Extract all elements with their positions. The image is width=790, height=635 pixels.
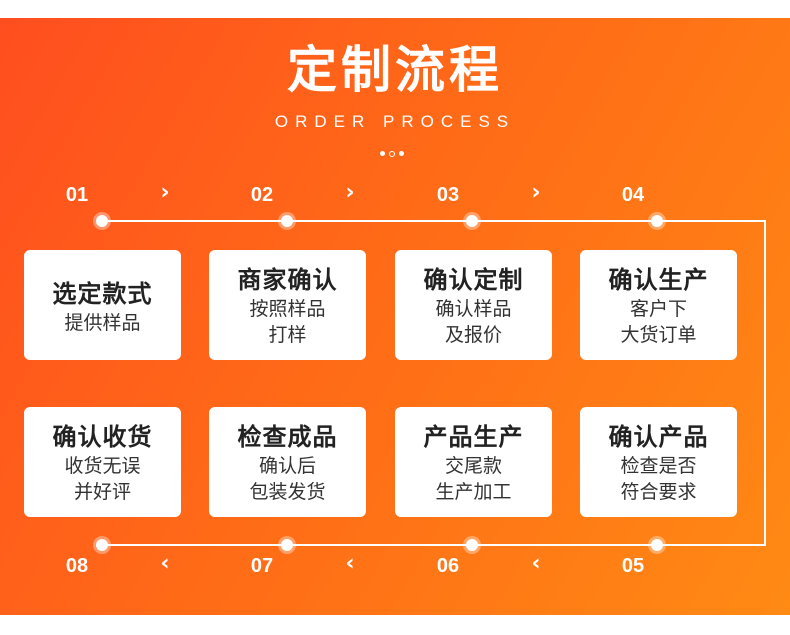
step-card-01: 选定款式 提供样品: [24, 250, 181, 360]
step-card-07: 检查成品 确认后 包装发货: [209, 407, 366, 517]
arrow-left-icon: ‹: [160, 551, 170, 576]
step-desc: 并好评: [73, 481, 131, 503]
step-desc: 打样: [268, 324, 307, 346]
flow-node: [466, 539, 478, 551]
step-desc: 生产加工: [435, 481, 512, 503]
step-number-07: 07: [250, 555, 274, 577]
step-title: 检查成品: [237, 423, 338, 451]
step-desc: 确认后: [258, 455, 316, 477]
flow-node: [651, 215, 663, 227]
step-card-05: 确认产品 检查是否 符合要求: [580, 407, 737, 517]
process-panel: 定制流程 ORDER PROCESS 01 02 03 04 › › › 08 …: [0, 18, 790, 615]
step-card-06: 产品生产 交尾款 生产加工: [395, 407, 552, 517]
step-desc: 及报价: [444, 324, 502, 346]
arrow-right-icon: ›: [531, 180, 541, 205]
step-desc: 包装发货: [249, 481, 326, 503]
flow-connector: [93, 212, 766, 554]
step-number-08: 08: [65, 555, 89, 577]
flow-node: [466, 215, 478, 227]
step-number-02: 02: [250, 184, 274, 206]
step-title: 商家确认: [237, 266, 338, 294]
step-number-04: 04: [621, 184, 645, 206]
flow-line: [102, 220, 766, 546]
flow-node: [281, 215, 293, 227]
step-desc: 大货订单: [620, 324, 697, 346]
flow-node: [96, 215, 108, 227]
step-number-06: 06: [436, 555, 460, 577]
step-card-04: 确认生产 客户下 大货订单: [580, 250, 737, 360]
step-card-02: 商家确认 按照样品 打样: [209, 250, 366, 360]
flow-node: [96, 539, 108, 551]
arrow-left-icon: ‹: [531, 551, 541, 576]
step-desc: 按照样品: [249, 298, 326, 320]
step-desc: 交尾款: [444, 455, 502, 477]
step-card-08: 确认收货 收货无误 并好评: [24, 407, 181, 517]
step-title: 确认产品: [608, 423, 709, 451]
step-number-01: 01: [65, 184, 89, 206]
step-number-05: 05: [621, 555, 645, 577]
page-subtitle: ORDER PROCESS: [274, 112, 516, 131]
arrow-right-icon: ›: [345, 180, 355, 205]
step-title: 产品生产: [423, 423, 524, 451]
step-desc: 提供样品: [64, 312, 141, 334]
decorative-dots: [378, 143, 406, 162]
step-card-03: 确认定制 确认样品 及报价: [395, 250, 552, 360]
flow-node: [281, 539, 293, 551]
step-desc: 检查是否: [620, 455, 697, 477]
arrow-left-icon: ‹: [345, 551, 355, 576]
arrow-right-icon: ›: [160, 180, 170, 205]
flow-node: [651, 539, 663, 551]
step-title: 确认生产: [608, 266, 709, 294]
step-desc: 收货无误: [64, 455, 141, 477]
step-desc: 确认样品: [435, 298, 512, 320]
step-title: 选定款式: [52, 280, 153, 308]
step-title: 确认收货: [52, 423, 153, 451]
step-desc: 符合要求: [620, 481, 697, 503]
page-title: 定制流程: [287, 41, 503, 99]
step-title: 确认定制: [423, 266, 524, 294]
step-number-03: 03: [436, 184, 460, 206]
step-desc: 客户下: [629, 298, 687, 320]
